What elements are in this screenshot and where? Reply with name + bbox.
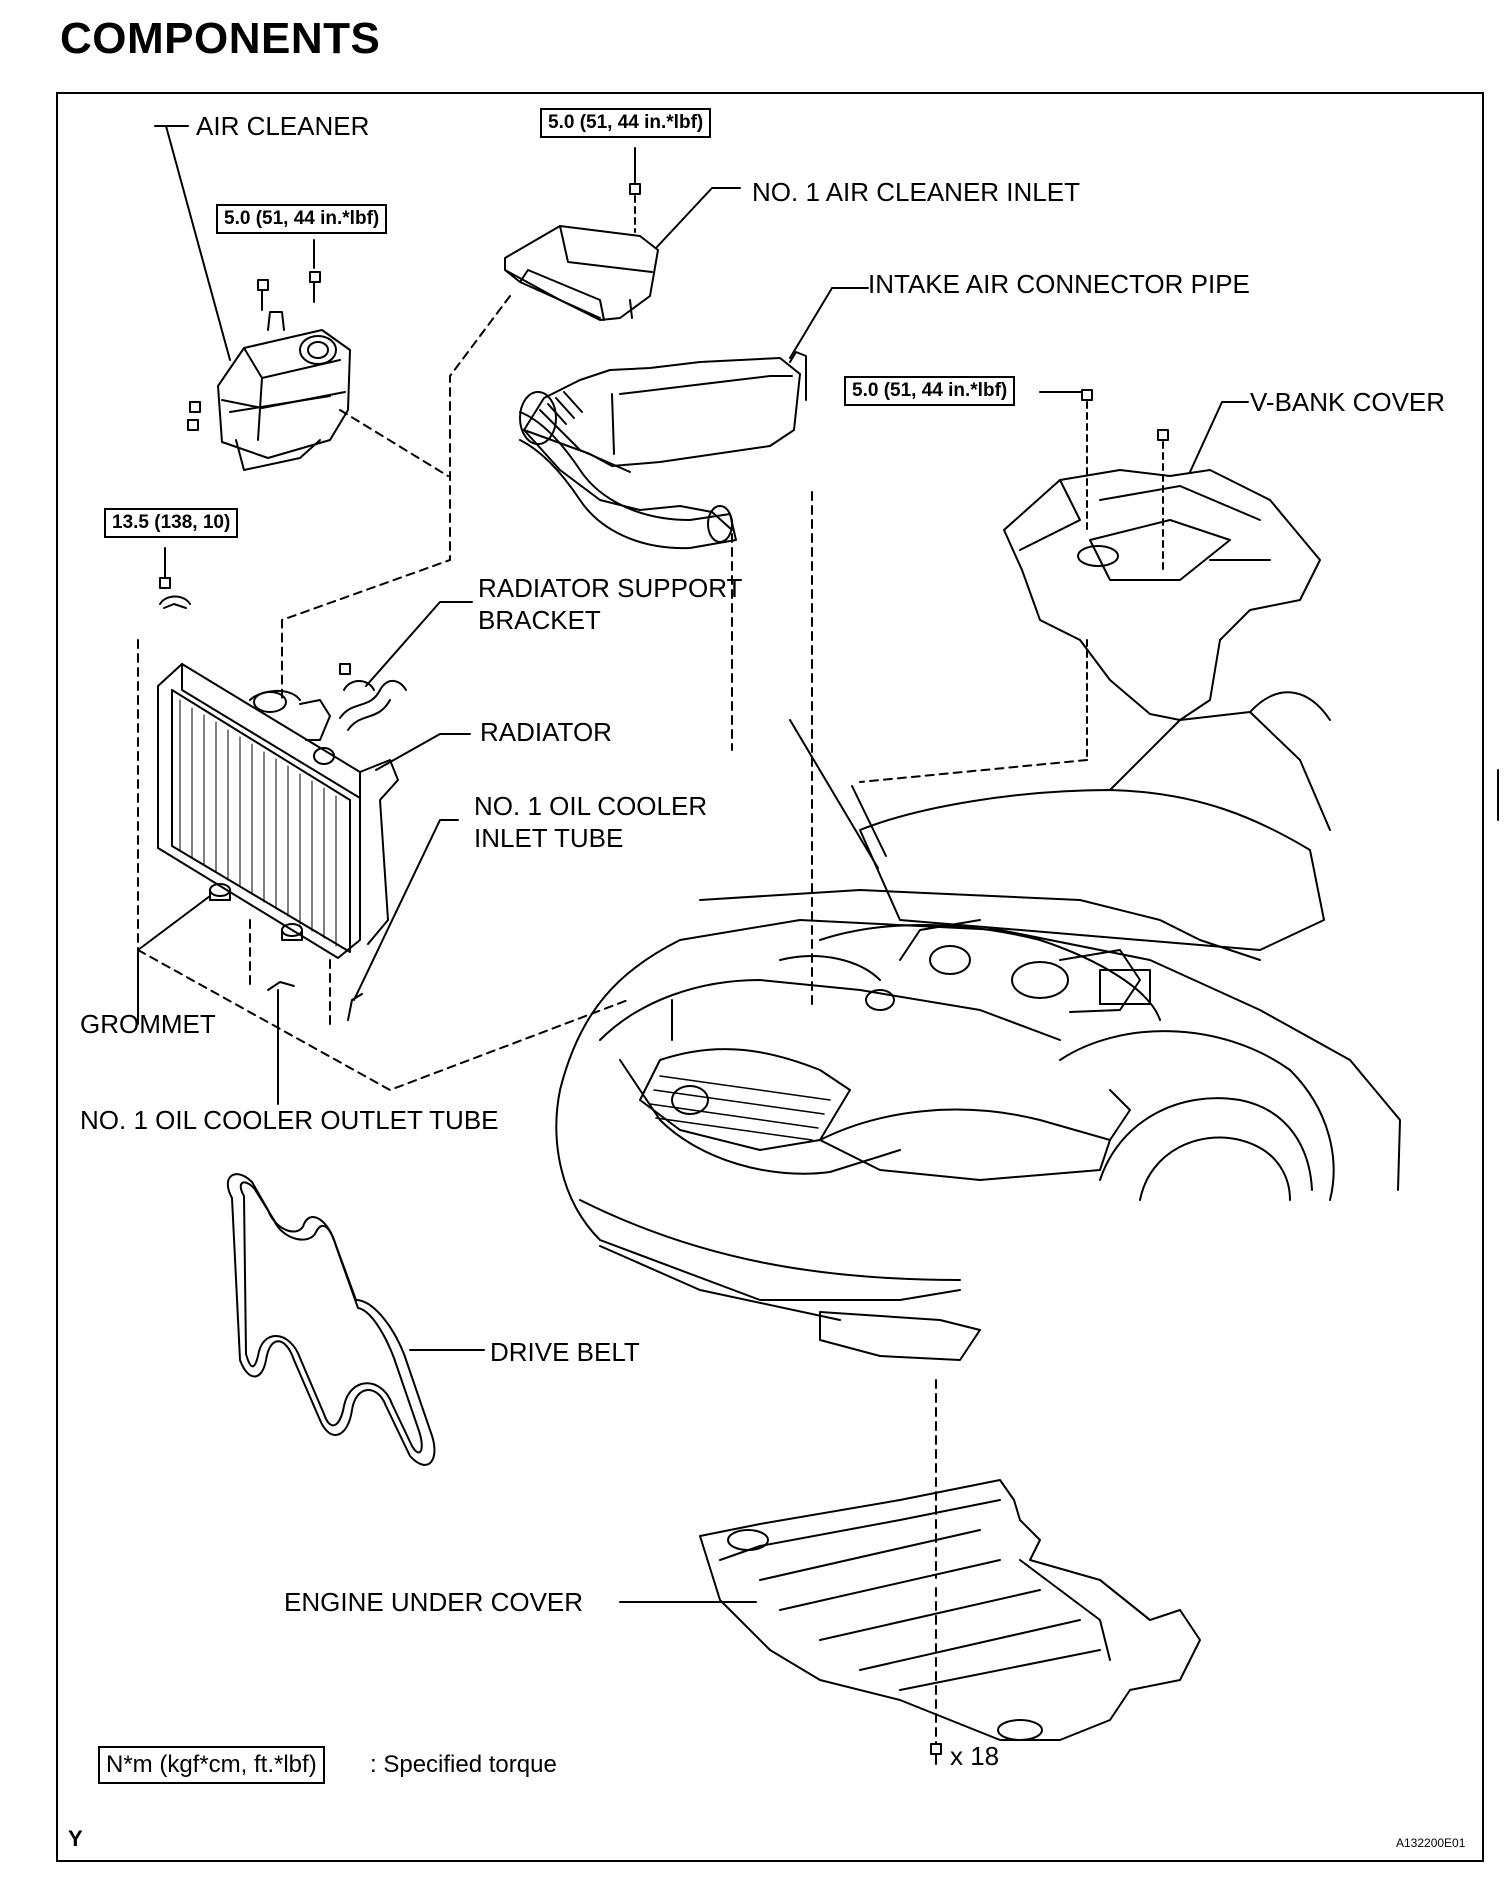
label-air-cleaner: AIR CLEANER [196, 111, 370, 141]
label-engine-under-cover: ENGINE UNDER COVER [284, 1587, 584, 1617]
label-grommet: GROMMET [80, 1009, 216, 1039]
intake-pipe-drawing [519, 351, 807, 550]
label-drive-belt: DRIVE BELT [490, 1337, 640, 1367]
label-oil-cooler-inlet-1: NO. 1 OIL COOLER [474, 791, 708, 821]
label-radiator-support-bracket-1: RADIATOR SUPPORT [478, 573, 743, 603]
v-bank-cover-drawing [1003, 469, 1321, 721]
label-intake-air-connector-pipe: INTAKE AIR CONNECTOR PIPE [868, 269, 1250, 299]
grommet-drawing [209, 883, 303, 941]
inlet-leader [655, 187, 741, 249]
label-oil-cooler-inlet-2: INLET TUBE [474, 823, 624, 853]
torque-air-cleaner: 5.0 (51, 44 in.*lbf) [216, 204, 388, 234]
emblem-icon [671, 1085, 709, 1115]
outlet-tube-drawing [267, 981, 295, 991]
inlet-tube-leader [353, 819, 459, 1001]
diagram-frame [56, 92, 1484, 1862]
radiator-bracket-left [159, 547, 191, 609]
legend-description: : Specified torque [370, 1751, 557, 1778]
label-radiator-support-bracket-2: BRACKET [478, 605, 601, 635]
torque-v-bank-cover: 5.0 (51, 44 in.*lbf) [844, 376, 1016, 406]
figure-id: A132200E01 [1396, 1836, 1466, 1850]
torque-air-cleaner-inlet: 5.0 (51, 44 in.*lbf) [540, 108, 712, 138]
label-radiator: RADIATOR [480, 717, 612, 747]
grommet-leader [137, 895, 211, 1025]
inlet-tube-drawing [347, 993, 363, 1021]
legend-unit-box: N*m (kgf*cm, ft.*lbf) [98, 1746, 325, 1784]
assembly-guides [137, 295, 1088, 1749]
label-v-bank-cover: V-BANK COVER [1250, 387, 1446, 417]
air-cleaner-leader [154, 125, 231, 361]
radiator-drawing [157, 663, 407, 959]
radiator-leader [375, 733, 471, 771]
torque-radiator-bracket: 13.5 (138, 10) [104, 508, 239, 538]
label-air-cleaner-inlet: NO. 1 AIR CLEANER INLET [752, 177, 1080, 207]
car-drawing [555, 691, 1401, 1361]
label-oil-cooler-outlet: NO. 1 OIL COOLER OUTLET TUBE [80, 1105, 499, 1135]
drive-belt-drawing [226, 1173, 436, 1466]
label-bolt-count: x 18 [950, 1741, 1000, 1771]
page-title: COMPONENTS [60, 14, 381, 63]
engine-under-cover-drawing [699, 1479, 1201, 1741]
support-bracket-leader [365, 601, 473, 687]
air-cleaner-drawing [217, 281, 351, 471]
under-cover-bolt-icon [930, 1743, 942, 1755]
radiator-support-bracket [339, 663, 375, 691]
v-bank-leader [1189, 401, 1249, 473]
air-cleaner-inlet-drawing [504, 225, 659, 321]
corner-mark: Y [68, 1826, 83, 1851]
air-cleaner-bolts [187, 271, 321, 431]
intake-pipe-leader [789, 287, 869, 359]
